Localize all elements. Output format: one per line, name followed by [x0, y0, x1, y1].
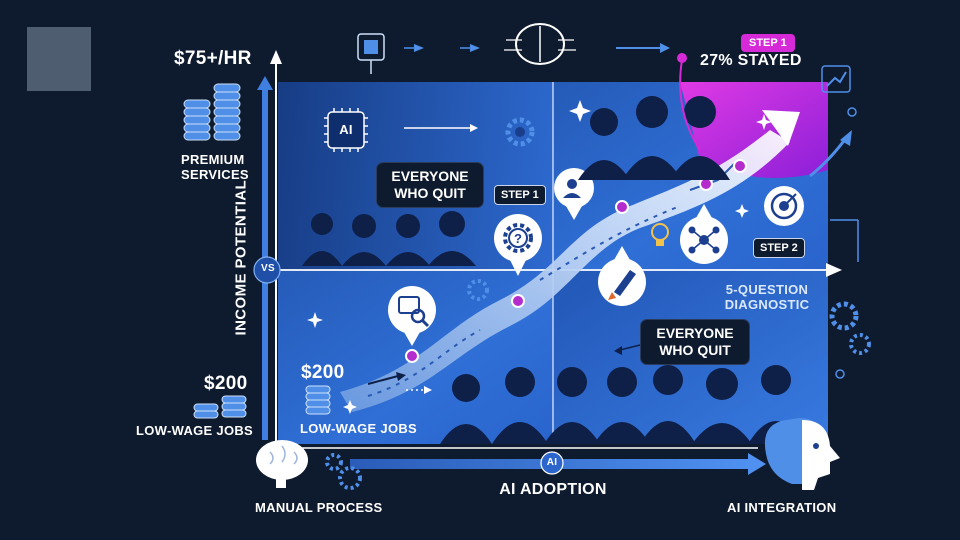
lightbulb-icon	[651, 223, 669, 246]
x-axis-badge-label: AI	[546, 457, 558, 468]
ai-integration-label: AI INTEGRATION	[727, 500, 837, 515]
quit-box-bottom-line1: EVERYONE	[656, 325, 734, 341]
svg-text:?: ?	[514, 231, 522, 246]
success-glow	[680, 82, 828, 178]
quit-box-top: EVERYONE WHO QUIT	[377, 163, 483, 207]
person-icon	[578, 96, 730, 180]
growth-arrowhead	[762, 110, 800, 146]
origin-badge-label: VS	[261, 263, 275, 274]
money-stack-icon	[183, 83, 241, 141]
person-icon	[440, 365, 804, 444]
quit-box-bottom: EVERYONE WHO QUIT	[641, 320, 749, 364]
person-icon	[302, 211, 476, 266]
network-icon	[680, 204, 728, 264]
brain-icon	[504, 23, 576, 65]
inner-bottom-value: $200	[301, 362, 345, 383]
coin-icon	[193, 385, 331, 419]
code-search-icon	[388, 286, 436, 346]
quit-box-top-line1: EVERYONE	[391, 168, 469, 184]
chip-icon	[357, 33, 385, 74]
manual-process-label: MANUAL PROCESS	[255, 500, 383, 515]
x-axis-label: AI ADOPTION	[499, 481, 607, 498]
image-placeholder	[27, 27, 91, 91]
top-income-value: $75+/HR	[174, 48, 252, 69]
step1-badge: STEP 1	[741, 34, 795, 52]
bottom-income-label: LOW-WAGE JOBS	[136, 423, 254, 438]
quit-box-top-line2: WHO QUIT	[394, 185, 466, 201]
target-icon	[764, 186, 804, 226]
step1-inner-tag: STEP 1	[494, 185, 546, 205]
y-axis-label: INCOME POTENTIAL	[232, 179, 250, 336]
x-axis-badge	[540, 451, 564, 475]
rocket-icon	[598, 246, 646, 306]
step2-tag: STEP 2	[753, 238, 805, 258]
bottom-income-value: $200	[204, 373, 248, 394]
diagnostic-label-line2: DIAGNOSTIC	[724, 297, 810, 312]
sparkle-icon	[307, 100, 772, 414]
chip-label: AI	[339, 122, 353, 137]
diagnostic-label-line1: 5-QUESTION	[725, 282, 809, 297]
chip-icon	[324, 108, 368, 152]
inner-bottom-label: LOW-WAGE JOBS	[300, 421, 418, 436]
trend-up-icon	[821, 65, 851, 93]
question-gear-icon: ?	[494, 214, 542, 276]
brain-icon	[256, 440, 308, 488]
top-income-label-line2: SERVICES	[181, 167, 249, 182]
top-income-label-line1: PREMIUM	[181, 152, 245, 167]
gear-icon	[325, 117, 871, 490]
quit-box-bottom-line2: WHO QUIT	[659, 342, 731, 358]
stayed-label: 27% STAYED	[700, 52, 802, 69]
origin-badge	[253, 256, 281, 284]
robot-head-icon	[764, 418, 840, 490]
